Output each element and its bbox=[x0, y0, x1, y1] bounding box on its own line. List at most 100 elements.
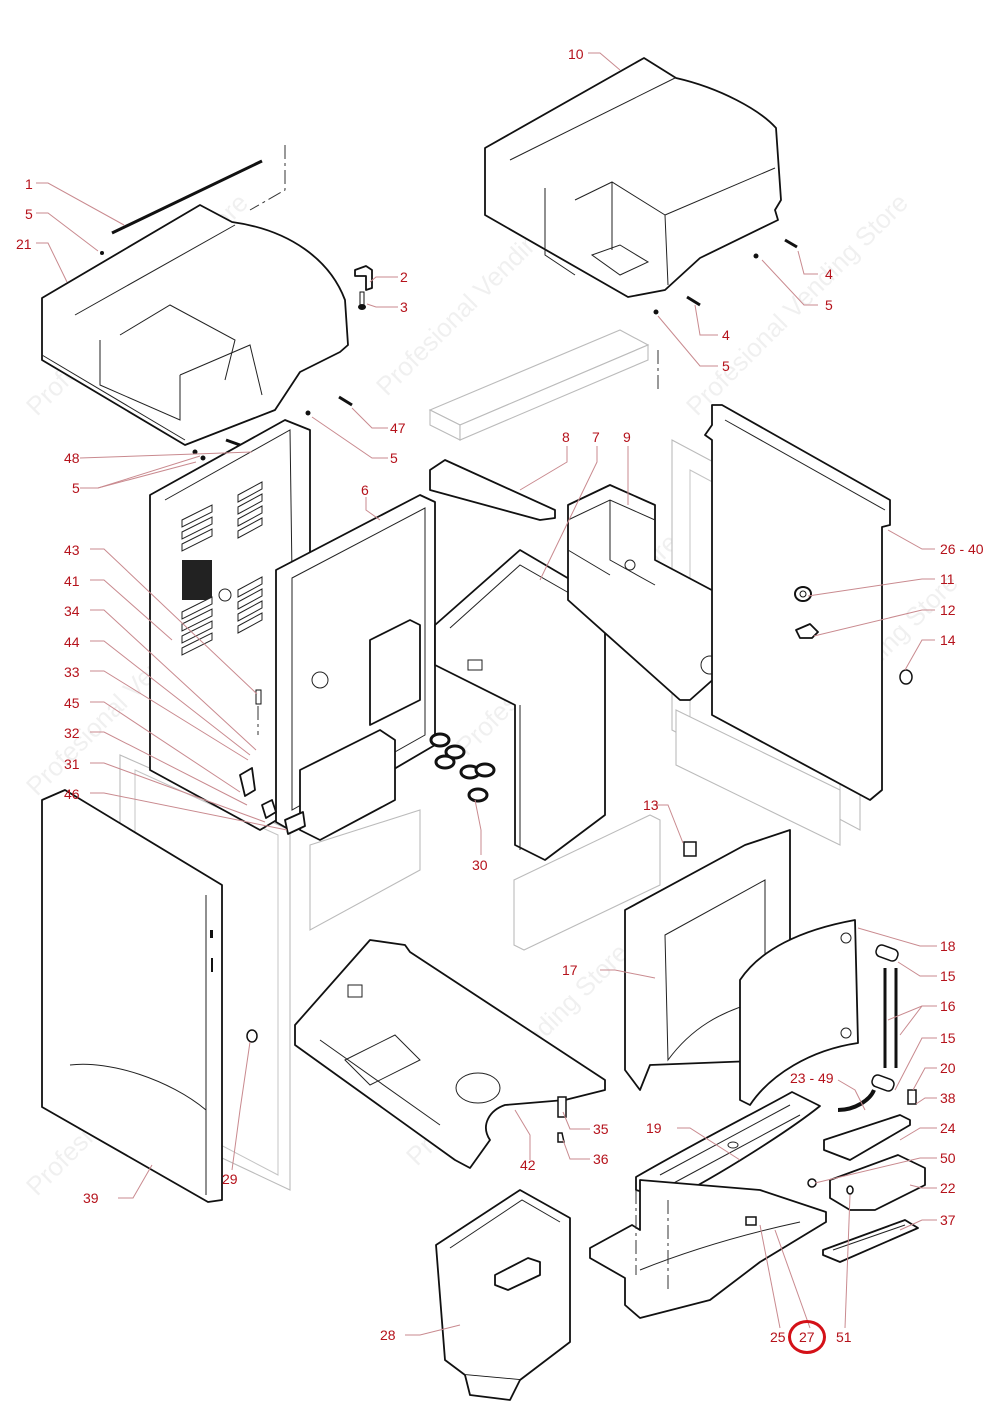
part-12-clip bbox=[795, 623, 819, 639]
callout-4: 4 bbox=[825, 266, 833, 282]
part-8-channel bbox=[429, 459, 556, 521]
callout-17: 17 bbox=[562, 962, 578, 978]
vent-slots bbox=[181, 481, 263, 656]
part-7-frame bbox=[434, 549, 606, 861]
part-6-board bbox=[275, 494, 436, 841]
callout-29: 29 bbox=[222, 1171, 238, 1187]
part-21-top-cover bbox=[41, 204, 349, 446]
callout-34: 34 bbox=[64, 603, 80, 619]
callout-18: 18 bbox=[940, 938, 956, 954]
part-24-grid bbox=[823, 1114, 911, 1161]
part-15-hinge-upper bbox=[875, 944, 899, 962]
part-46-plate bbox=[284, 811, 306, 835]
part-51-pin bbox=[846, 1185, 854, 1195]
part-15-hinge-lower bbox=[871, 1074, 895, 1092]
part-10-top-cover bbox=[484, 57, 782, 298]
part-25-float bbox=[745, 1216, 757, 1226]
callout-45: 45 bbox=[64, 695, 80, 711]
callout-1: 1 bbox=[25, 176, 33, 192]
callout-24: 24 bbox=[940, 1120, 956, 1136]
part-5-screw bbox=[753, 253, 759, 259]
part-37-grid bbox=[822, 1219, 919, 1263]
callout-4: 4 bbox=[722, 327, 730, 343]
part-5-screw bbox=[653, 309, 659, 315]
ghost-panel-right-mid bbox=[675, 709, 841, 846]
callout-21: 21 bbox=[16, 236, 32, 252]
callout-51: 51 bbox=[836, 1329, 852, 1345]
part-5-screw bbox=[200, 455, 206, 461]
part-5-screw bbox=[100, 251, 104, 255]
part-19-drip-grid bbox=[635, 1091, 821, 1201]
callout-43: 43 bbox=[64, 542, 80, 558]
callout-41: 41 bbox=[64, 573, 80, 589]
callout-36: 36 bbox=[593, 1151, 609, 1167]
part-26-40-right-panel bbox=[704, 404, 891, 801]
callout-10: 10 bbox=[568, 46, 584, 62]
callout-13: 13 bbox=[643, 797, 659, 813]
part-20-38-clips bbox=[907, 1089, 917, 1105]
part-4-pin bbox=[686, 295, 701, 307]
callout-39: 39 bbox=[83, 1190, 99, 1206]
callout-5: 5 bbox=[390, 450, 398, 466]
part-2-bracket bbox=[354, 265, 373, 291]
callout-23-49: 23 - 49 bbox=[790, 1070, 834, 1086]
callout-47: 47 bbox=[390, 420, 406, 436]
callout-30: 30 bbox=[472, 857, 488, 873]
callout-5: 5 bbox=[72, 480, 80, 496]
part-3-screw bbox=[358, 291, 366, 310]
part-14-ring bbox=[899, 669, 913, 685]
callout-46: 46 bbox=[64, 786, 80, 802]
part-47-pin bbox=[338, 395, 353, 407]
part-42-base-plate bbox=[294, 939, 606, 1169]
callout-25: 25 bbox=[770, 1329, 786, 1345]
part-4-pin bbox=[784, 238, 798, 249]
part-16-rods bbox=[883, 968, 898, 1068]
part-39-front-door bbox=[41, 789, 223, 1203]
callout-42: 42 bbox=[520, 1157, 536, 1173]
callout-5: 5 bbox=[722, 358, 730, 374]
part-23-49-arc bbox=[837, 1089, 876, 1112]
part-5-screw bbox=[192, 449, 198, 455]
callout-8: 8 bbox=[562, 429, 570, 445]
part-31-34-switch-parts bbox=[239, 767, 277, 819]
part-29-ring bbox=[246, 1029, 258, 1043]
callout-26-40: 26 - 40 bbox=[940, 541, 984, 557]
callout-15: 15 bbox=[940, 968, 956, 984]
callout-35: 35 bbox=[593, 1121, 609, 1137]
ghost-panel-top bbox=[428, 329, 650, 441]
callout-16: 16 bbox=[940, 998, 956, 1014]
callout-12: 12 bbox=[940, 602, 956, 618]
callout-3: 3 bbox=[400, 299, 408, 315]
callout-37: 37 bbox=[940, 1212, 956, 1228]
highlight-circle-27 bbox=[788, 1320, 826, 1354]
callout-20: 20 bbox=[940, 1060, 956, 1076]
callout-31: 31 bbox=[64, 756, 80, 772]
ghost-panel-center bbox=[513, 814, 661, 951]
part-35-foot bbox=[557, 1096, 567, 1118]
callout-28: 28 bbox=[380, 1327, 396, 1343]
part-28-waste-bin bbox=[435, 1189, 571, 1401]
callout-14: 14 bbox=[940, 632, 956, 648]
callout-6: 6 bbox=[361, 482, 369, 498]
callout-11: 11 bbox=[940, 571, 955, 587]
part-22-tray bbox=[829, 1154, 926, 1211]
callout-22: 22 bbox=[940, 1180, 956, 1196]
part-13-knob bbox=[683, 841, 697, 857]
callout-50: 50 bbox=[940, 1150, 956, 1166]
part-43-screw bbox=[255, 689, 262, 735]
callout-5: 5 bbox=[25, 206, 33, 222]
part-27-drip-tray bbox=[589, 1179, 827, 1319]
callout-33: 33 bbox=[64, 664, 80, 680]
callout-15: 15 bbox=[940, 1030, 956, 1046]
part-5-screw bbox=[305, 410, 311, 416]
callout-32: 32 bbox=[64, 725, 80, 741]
callout-48: 48 bbox=[64, 450, 80, 466]
ghost-panel-left-low bbox=[309, 809, 421, 931]
callout-2: 2 bbox=[400, 269, 408, 285]
part-50-valve bbox=[807, 1178, 817, 1188]
part-18-curved-door bbox=[739, 919, 859, 1106]
part-11-grommet bbox=[794, 586, 812, 602]
callout-5: 5 bbox=[825, 297, 833, 313]
